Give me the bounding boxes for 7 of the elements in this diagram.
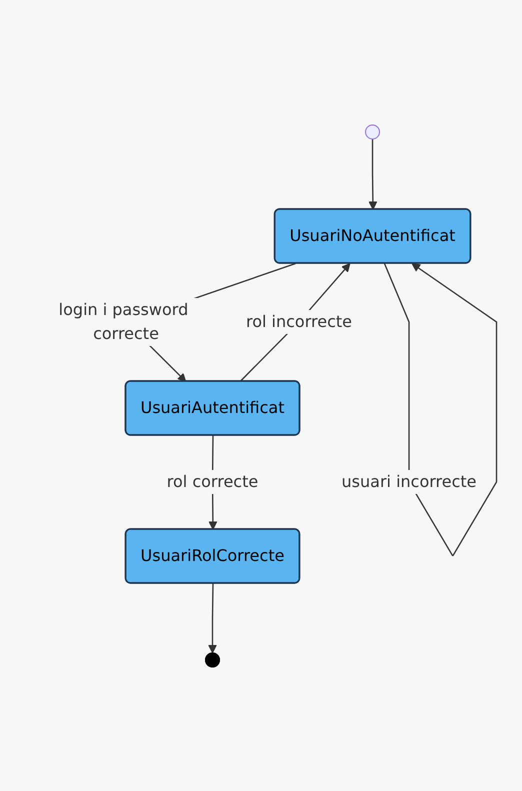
edge-label: login i password correcte xyxy=(58,299,188,342)
edge-label: rol correcte xyxy=(166,471,258,490)
arrow xyxy=(368,138,378,210)
node-circle xyxy=(364,124,380,139)
edge-label: usuari incorrecte xyxy=(341,471,476,490)
edge-label: rol incorrecte xyxy=(246,311,352,330)
arrow xyxy=(208,582,217,653)
